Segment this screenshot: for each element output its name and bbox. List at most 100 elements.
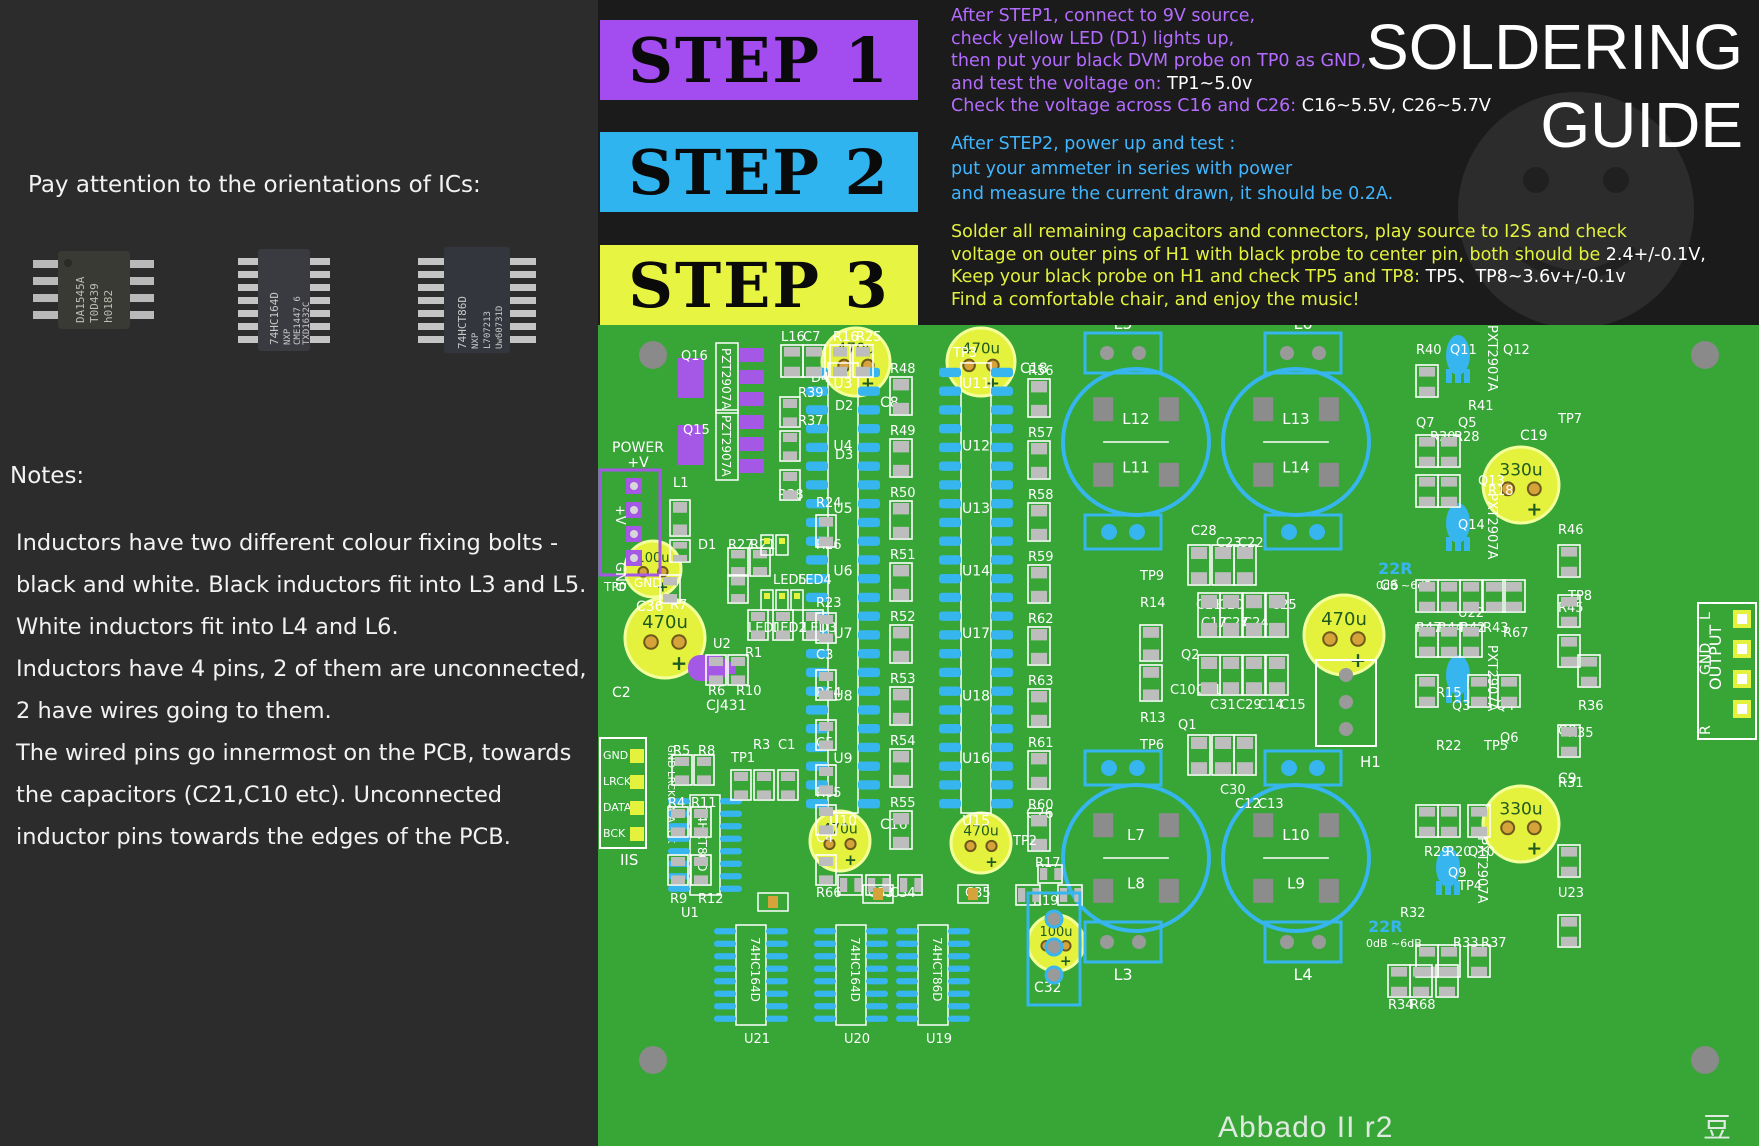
pin-pad	[1280, 346, 1294, 360]
chip2-line1: 74HC164D	[268, 292, 281, 345]
smd-pad	[806, 630, 820, 640]
ic-pin	[991, 536, 1013, 546]
ic-pin	[714, 990, 736, 997]
trim-22r: 22R	[1378, 559, 1413, 578]
smd-outline	[1027, 378, 1051, 418]
smd-pad	[1391, 967, 1407, 977]
component-ref: R20	[1446, 845, 1472, 860]
smd-pad	[1031, 714, 1047, 727]
smd-pad	[1561, 727, 1577, 737]
cap-pad	[962, 358, 976, 373]
resistor-ref: R55	[890, 796, 916, 811]
pin-pad	[1280, 935, 1294, 949]
mounting-hole-icon	[639, 341, 667, 369]
component-ref: C28	[1191, 524, 1217, 539]
resistor-ref: R56	[1028, 364, 1054, 379]
smd-pad	[1269, 622, 1285, 637]
iis-pin-label-vertical: GND	[665, 745, 676, 768]
smd-outline	[1265, 654, 1289, 696]
smd-pad	[1561, 847, 1577, 857]
ic-pin	[766, 978, 788, 985]
smd-pad	[1031, 381, 1047, 393]
cap-plus: +	[844, 851, 857, 869]
r19-pin	[1044, 965, 1064, 985]
cap-pad	[1526, 820, 1542, 836]
ic-pin	[806, 573, 828, 584]
pzt-pad	[678, 425, 704, 465]
ic-pin	[991, 798, 1013, 809]
inductor-ref: L5	[1113, 325, 1132, 333]
ic-pin	[806, 648, 828, 659]
transistor-leg	[1446, 689, 1452, 703]
component-ref: R32	[1400, 906, 1426, 921]
component-ref: Q12	[1503, 343, 1530, 358]
ic-pin	[866, 1003, 888, 1010]
ic-pin	[991, 705, 1013, 715]
smd-pad	[1501, 696, 1517, 707]
smd-pad	[1506, 601, 1522, 612]
r19-header	[1026, 891, 1082, 1007]
h1-pin	[1339, 668, 1353, 682]
output-r-label: R	[1698, 725, 1714, 735]
smd-pad	[1074, 888, 1082, 902]
ic-pin	[714, 978, 736, 985]
ic-pin	[720, 885, 742, 892]
board-name: Abbado II r2	[1218, 1111, 1393, 1144]
electrolytic-capacitor	[1481, 445, 1561, 525]
ic-pin	[858, 573, 880, 584]
smd-pad	[1215, 762, 1231, 775]
component-ref: TP5	[1483, 739, 1508, 754]
pin-pad	[1309, 524, 1325, 540]
ic-pin	[814, 978, 836, 985]
smd-pad	[731, 550, 745, 559]
smd-outline	[1557, 634, 1581, 668]
chip3-line4: Uw60731D	[495, 306, 505, 349]
smd-pad	[856, 366, 870, 377]
pin-pad	[1281, 760, 1297, 776]
smd-pad	[673, 542, 687, 549]
smd-pad	[783, 472, 797, 481]
pxt-label: PXT2907A	[1484, 493, 1499, 560]
smd-pad	[806, 366, 822, 377]
smd-pad	[893, 565, 909, 577]
smd-pad	[1419, 677, 1435, 687]
ic-ref: U9	[833, 751, 852, 767]
smd-outline	[815, 854, 837, 886]
ic-pin	[948, 990, 970, 997]
smd-pad	[1419, 437, 1435, 447]
smd-pad	[671, 827, 685, 837]
pxt-label: PXT2907A	[1484, 325, 1499, 392]
inductor-ref: L4	[1293, 965, 1312, 984]
smd-pad	[1471, 807, 1487, 817]
ic-ref: U21	[744, 1032, 770, 1047]
chip3-line3: L707213	[483, 311, 493, 349]
smd-pad	[819, 536, 833, 547]
smd-outline	[667, 806, 689, 838]
ic-pin	[896, 965, 918, 972]
ic-outline	[960, 362, 992, 814]
power-pin-label: +V	[612, 505, 627, 525]
ic-pin	[858, 630, 880, 640]
smd-outline	[779, 396, 801, 428]
transistor-pad	[1436, 847, 1460, 887]
smd-outline	[1437, 434, 1461, 468]
ic-pin	[668, 798, 690, 805]
smd-pad	[1031, 466, 1047, 479]
smd-outline	[815, 514, 837, 548]
chip2-line4: TXD1632C	[302, 302, 312, 345]
component-ref: R24	[816, 496, 842, 511]
inductor-pad	[1253, 813, 1274, 838]
pzt-pin	[740, 415, 764, 429]
ic-pin	[939, 386, 961, 396]
transistor-leg	[1446, 369, 1452, 383]
ic-pin	[714, 965, 736, 972]
smd-pad	[1269, 595, 1285, 609]
ic-pin	[939, 686, 961, 696]
inductor-label: L10	[1282, 826, 1309, 844]
component-ref: R13	[1140, 711, 1166, 726]
ic-pin	[939, 723, 961, 734]
smd-pad	[1419, 477, 1435, 487]
output-pin-hole	[1737, 614, 1747, 624]
smd-outline	[749, 547, 771, 577]
ic-pin	[896, 1003, 918, 1010]
